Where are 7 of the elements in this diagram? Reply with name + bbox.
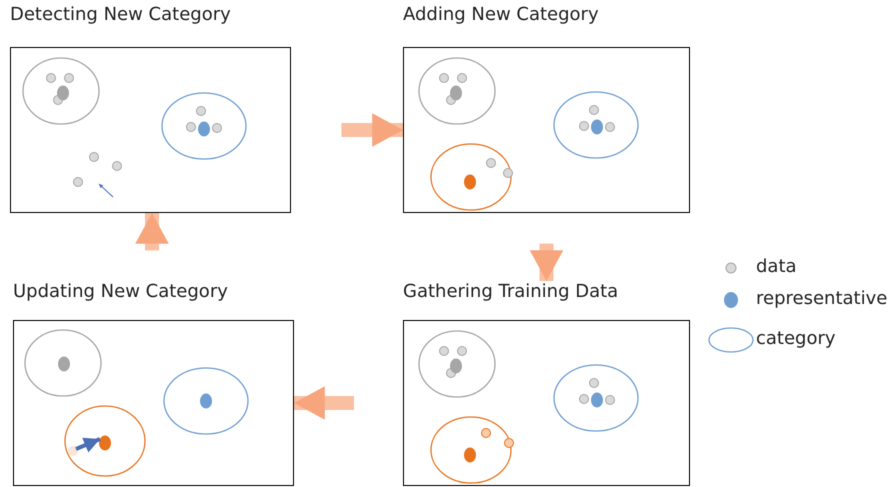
panel-heading: Adding New Category	[403, 4, 599, 25]
legend-label: category	[756, 328, 836, 349]
panel-heading: Updating New Category	[13, 281, 228, 302]
legend-label: representative	[756, 288, 888, 309]
panel-heading: Gathering Training Data	[403, 281, 618, 302]
panel-heading: Detecting New Category	[10, 4, 231, 25]
legend-label: data	[756, 256, 797, 277]
